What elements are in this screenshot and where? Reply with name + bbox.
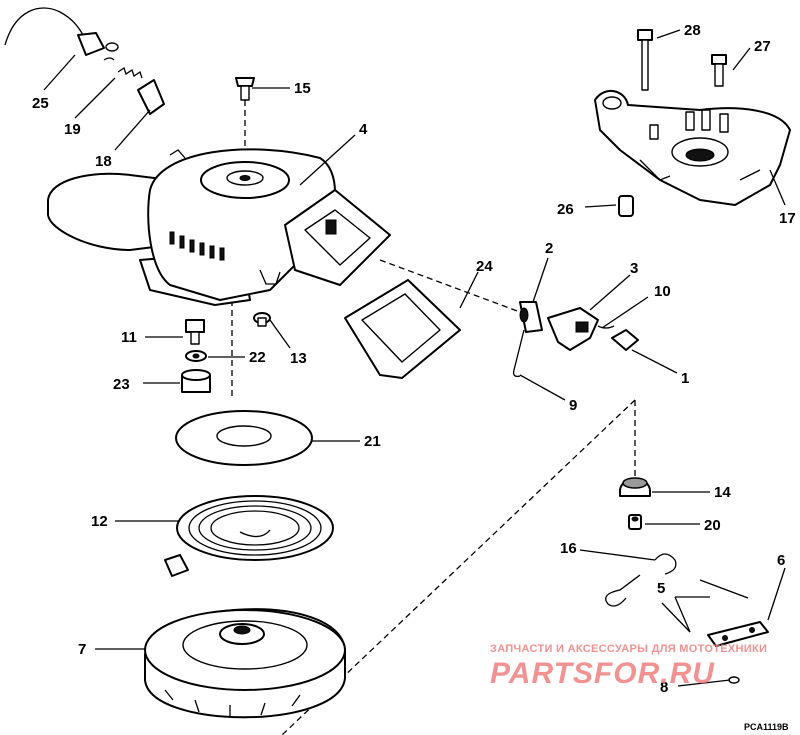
- callout-10: 10: [654, 283, 671, 300]
- callout-7: 7: [78, 641, 86, 658]
- callout-18: 18: [95, 153, 112, 170]
- housing-vent-slots: [169, 231, 225, 261]
- part-13-screw: [253, 312, 271, 327]
- callout-9: 9: [569, 397, 577, 414]
- part-24-handle-grip: [284, 189, 391, 286]
- part-19-spring: [117, 66, 143, 79]
- part-25-cable-connector: [4, 7, 119, 61]
- callout-27: 27: [754, 38, 771, 55]
- callout-11: 11: [121, 329, 137, 346]
- part-21-disk: [175, 410, 313, 466]
- callout-12: 12: [91, 513, 108, 530]
- callout-17: 17: [779, 210, 796, 227]
- callout-8: 8: [660, 679, 668, 696]
- callout-6: 6: [777, 552, 785, 569]
- watermark: ЗАПЧАСТИ И АКСЕССУАРЫ ДЛЯ МОТОТЕХНИКИ PA…: [490, 643, 767, 690]
- callout-28: 28: [684, 22, 701, 39]
- callout-numbers: 28 27 25 19 18 15 4 17 26 2 3 24 10 1 9 …: [32, 22, 796, 696]
- callout-16: 16: [560, 540, 577, 557]
- part-20-nut: [628, 514, 642, 530]
- part-26-sleeve: [618, 195, 634, 217]
- part-3-lever: [547, 307, 599, 351]
- callout-25: 25: [32, 95, 49, 112]
- callout-4: 4: [359, 121, 368, 138]
- callout-19: 19: [64, 121, 81, 138]
- part-10-spring-clip: [597, 325, 615, 329]
- callout-23: 23: [113, 376, 130, 393]
- part-8-pin: [728, 676, 740, 684]
- part-16-spring: [605, 553, 677, 607]
- part-23-spacer: [181, 369, 211, 393]
- part-18-pin: [137, 79, 165, 115]
- part-28-long-bolt: [637, 29, 653, 91]
- callout-13: 13: [290, 350, 307, 367]
- part-14-cap: [619, 477, 651, 497]
- drawing-code: PCA1119B: [744, 722, 789, 732]
- part-12-recoil-spring: [164, 495, 334, 577]
- callout-22: 22: [249, 349, 266, 366]
- callout-1: 1: [681, 370, 689, 387]
- part-11-screw: [185, 319, 205, 345]
- callout-26: 26: [557, 201, 574, 218]
- watermark-tagline: ЗАПЧАСТИ И АКСЕССУАРЫ ДЛЯ МОТОТЕХНИКИ: [490, 643, 767, 655]
- part-9-wire-link: [512, 329, 525, 378]
- part-1-block: [611, 329, 639, 351]
- callout-leader-lines: [43, 29, 786, 687]
- callout-20: 20: [704, 517, 721, 534]
- callout-14: 14: [714, 484, 731, 501]
- callout-24: 24: [476, 258, 493, 275]
- callout-5: 5: [657, 580, 665, 597]
- part-15-screw: [235, 77, 255, 101]
- part-6-plate: [707, 621, 769, 647]
- part-2-clip: [519, 301, 543, 333]
- part-22-washer: [185, 350, 207, 362]
- callout-3: 3: [630, 260, 638, 277]
- part-5-links: [661, 579, 749, 633]
- callout-2: 2: [545, 240, 553, 257]
- part-24-handle-frame: [344, 279, 461, 379]
- callout-21: 21: [364, 433, 381, 450]
- part-27-bolt: [711, 54, 727, 87]
- callout-15: 15: [294, 80, 311, 97]
- watermark-brand: PARTSFOR.RU: [490, 657, 715, 690]
- part-17-bracket: [594, 90, 791, 206]
- part-7-pulley: [144, 608, 346, 719]
- part-4-starter-housing: [47, 148, 336, 306]
